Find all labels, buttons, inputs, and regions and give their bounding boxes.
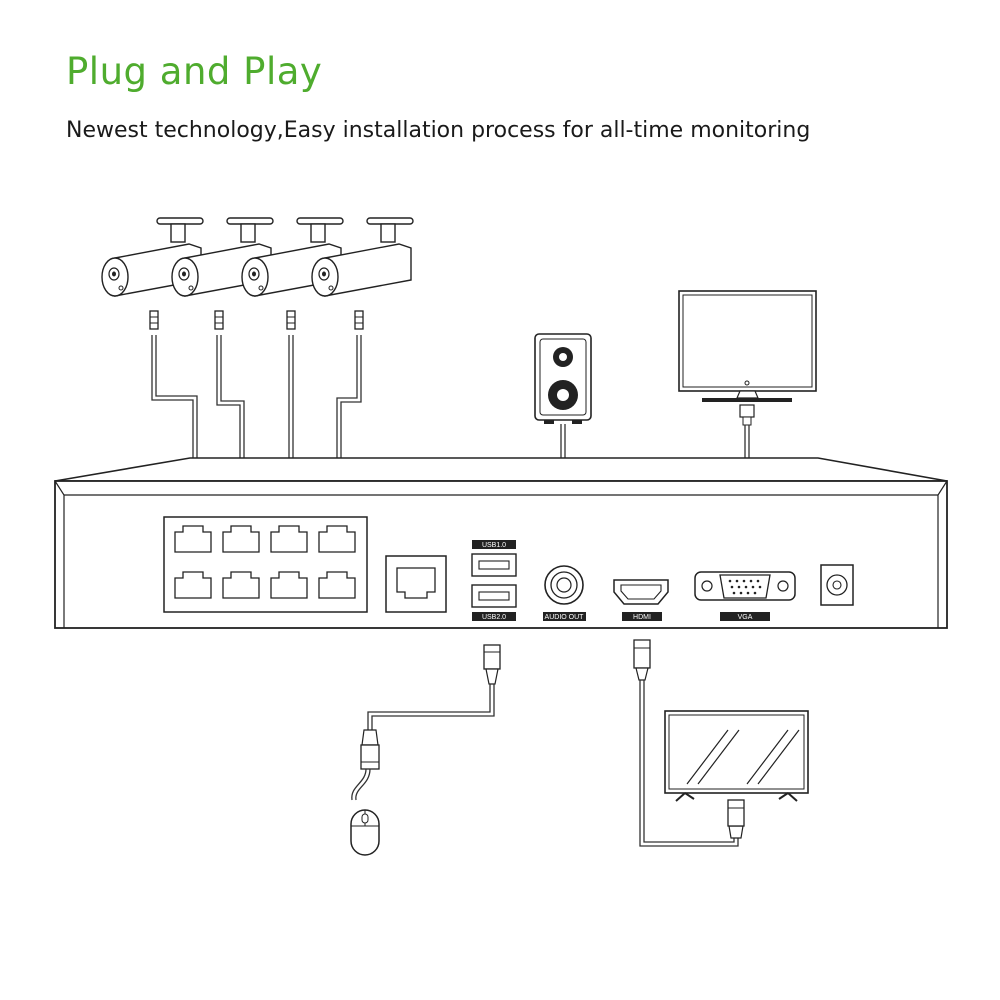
page-title: Plug and Play (66, 50, 323, 93)
tv-icon (664, 710, 809, 802)
usb1-label: USB1.0 (482, 542, 506, 549)
page-subtitle: Newest technology,Easy installation proc… (66, 118, 811, 143)
vga-port (694, 571, 796, 621)
hdmi-label: HDMI (633, 614, 651, 621)
hdmi-port (613, 579, 669, 621)
usb-ports (471, 540, 517, 621)
audio-out-label: AUDIO OUT (545, 614, 585, 621)
camera-cables (151, 335, 362, 485)
audio-out-jack (543, 565, 586, 621)
poe-port-block (163, 516, 368, 613)
vga-monitor-icon (678, 290, 817, 402)
usb2-label: USB2.0 (482, 614, 506, 621)
lan-port (385, 555, 447, 613)
power-socket (820, 564, 854, 606)
vga-label: VGA (738, 614, 753, 621)
usb-mouse-cable (360, 644, 501, 770)
camera-4-icon (311, 217, 414, 297)
speaker-icon (534, 333, 592, 424)
hdmi-tv-cable (633, 639, 745, 847)
mouse-icon (350, 768, 380, 856)
